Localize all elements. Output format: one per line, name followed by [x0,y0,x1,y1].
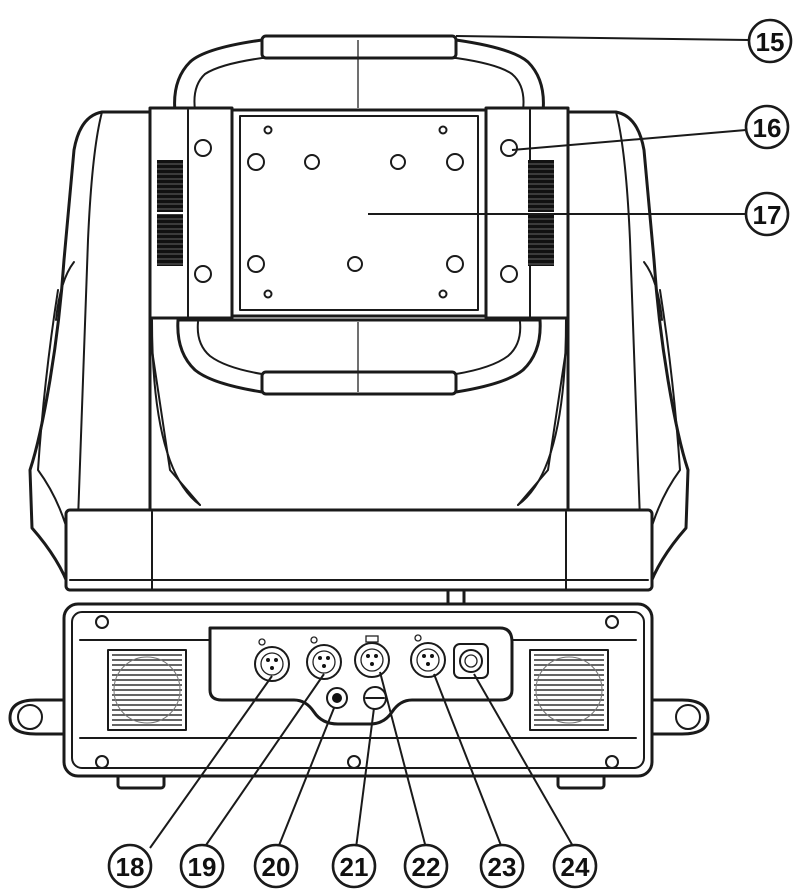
callout-15: 15 [747,18,793,64]
yoke-left-arm [28,110,154,592]
xlr-connector-19 [306,636,342,680]
callout-20-label: 20 [262,852,291,882]
callout-23: 23 [479,843,525,889]
callout-19-label: 19 [188,852,217,882]
callout-21: 21 [331,843,377,889]
callout-18: 18 [107,843,153,889]
callout-19: 19 [179,843,225,889]
carry-handle [173,34,545,396]
callout-21-label: 21 [340,852,369,882]
callout-20: 20 [253,843,299,889]
callout-22: 22 [403,843,449,889]
callout-17-label: 17 [753,200,782,230]
callout-24: 24 [552,843,598,889]
callout-17: 17 [744,191,790,237]
button-20 [326,687,348,709]
base-left-fan-grille [107,649,187,731]
callout-23-label: 23 [488,852,517,882]
base-right-fan-grille [529,649,609,731]
callout-24-label: 24 [561,852,590,882]
connector-panel [208,626,514,726]
power-connector-24 [453,643,489,679]
callout-15-label: 15 [756,27,785,57]
fan-outline [535,656,603,724]
left-vent-slots [157,160,183,266]
xlr-connector-18 [254,638,290,682]
callout-16-label: 16 [753,113,782,143]
callout-16: 16 [744,104,790,150]
callout-22-label: 22 [412,852,441,882]
xlr-connector-23 [410,634,446,678]
leader-lines [149,35,750,849]
fan-outline [113,656,181,724]
callout-18-label: 18 [116,852,145,882]
xlr-connector-22 [354,635,390,678]
